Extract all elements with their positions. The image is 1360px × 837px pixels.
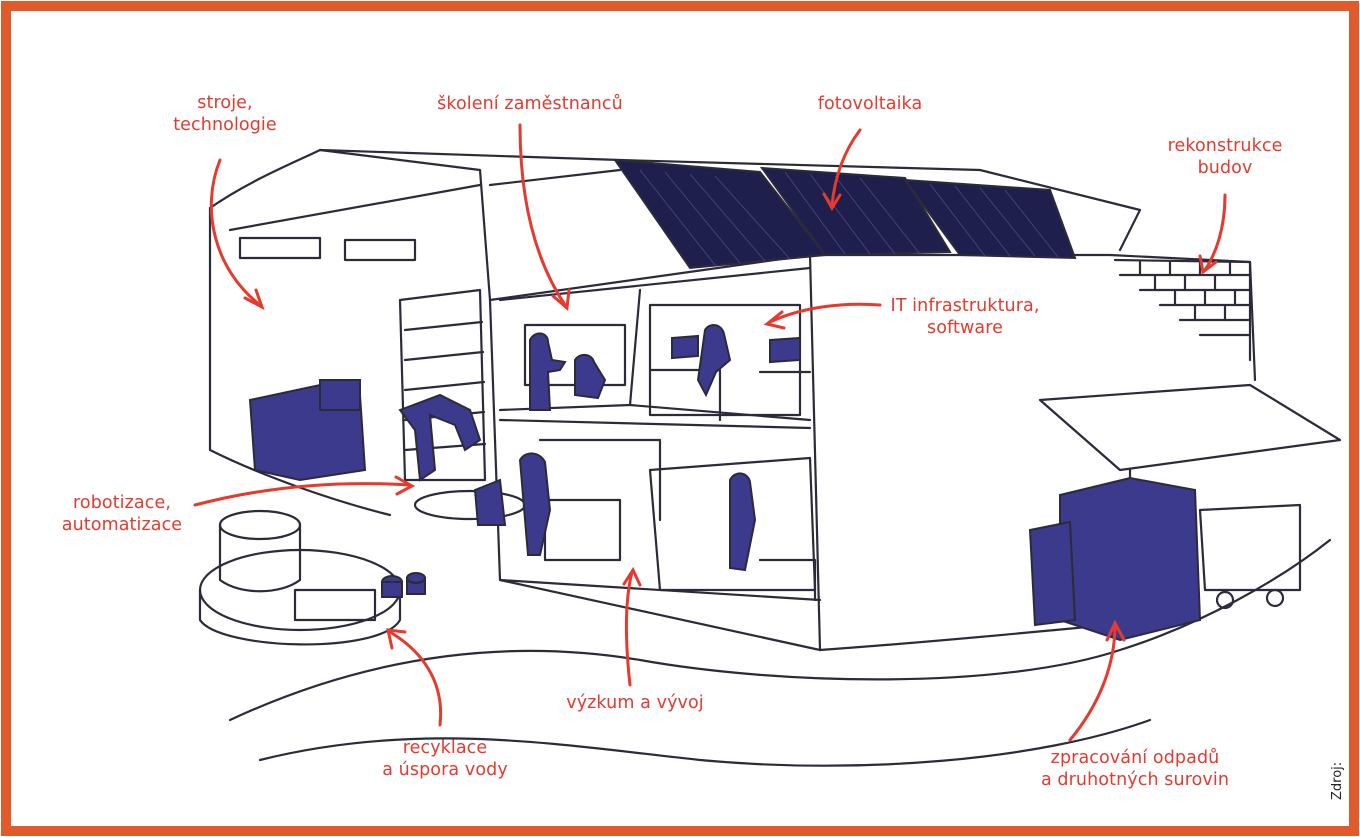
solar-panel [759,166,952,257]
arrow-recyklace [388,630,443,727]
label-recyklace: recyklace a úspora vody [370,737,520,781]
label-stroje: stroje, technologie [170,92,280,136]
label-robotizace-line1: robotizace, [72,493,172,513]
person [729,472,757,572]
canopy [1038,383,1342,472]
source-label: Zdroj: [1330,761,1345,800]
label-vyzkum-line1: výzkum a vývoj [566,693,704,713]
label-skoleni-line1: školení zaměstnanců [437,94,623,114]
label-rekonstrukce-line1: rekonstrukce [1167,136,1283,156]
label-odpady-line2: a druhotných surovin [1040,770,1230,790]
monitor [671,334,699,360]
arrows [193,123,1227,742]
label-robotizace-line2: automatizace [61,515,183,535]
label-rekonstrukce-line2: budov [1197,158,1253,178]
label-recyklace-line1: recyklace [402,738,488,758]
solar-panels [612,158,1077,270]
label-recyklace-line2: a úspora vody [382,760,508,780]
robot-base [473,478,507,526]
person [696,324,732,398]
solar-panel [902,178,1077,260]
arrow-it [768,302,882,324]
road-line-lower [258,718,1152,767]
arrow-skoleni [518,123,567,307]
arrow-fotovoltaika [830,128,862,207]
arrow-rekonstrukce [1203,193,1227,272]
person [529,332,567,411]
arrow-stroje [209,158,262,307]
robot-arm [398,393,482,482]
equipment [248,324,1202,642]
person [518,452,552,556]
brick-wall [1113,258,1252,362]
label-stroje-line1: stroje, [197,93,253,113]
label-it-line1: IT infrastruktura, [890,296,1040,316]
person [574,354,607,400]
monitor [769,336,801,364]
label-odpady-line1: zpracování odpadů [1050,748,1220,768]
label-stroje-line2: technologie [173,115,277,135]
arrow-robotizace [193,482,412,507]
label-odpady: zpracování odpadů a druhotných surovin [1025,747,1245,791]
label-vyzkum: výzkum a vývoj [555,692,715,714]
arrow-odpady [1068,623,1117,742]
label-skoleni: školení zaměstnanců [420,93,640,115]
arrow-vyzkum [624,570,634,687]
label-robotizace: robotizace, automatizace [42,492,202,536]
label-it-line2: software [927,318,1003,338]
label-fotovoltaika-line1: fotovoltaika [817,94,923,114]
main-building [488,253,1257,382]
label-fotovoltaika: fotovoltaika [795,93,945,115]
road-line [228,538,1332,722]
label-it: IT infrastruktura, software [875,295,1055,339]
label-rekonstrukce: rekonstrukce budov [1160,135,1290,179]
waste-processor [1059,476,1202,642]
